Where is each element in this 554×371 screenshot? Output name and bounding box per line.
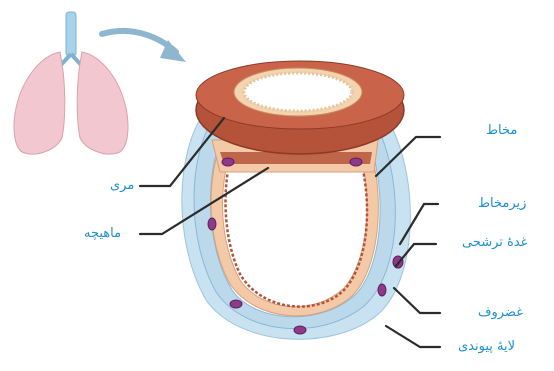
lung-trachea xyxy=(66,12,76,56)
leader-connective xyxy=(386,326,440,347)
label-connective: لایهٔ پیوندی xyxy=(458,339,515,355)
leader-cartilage xyxy=(394,288,440,313)
gland xyxy=(294,326,306,334)
label-muscle: ماهیچه xyxy=(84,226,121,242)
label-submucosa: زیرمخاط xyxy=(478,196,526,212)
pointer-arrow xyxy=(102,31,186,62)
label-mucosa: مخاط xyxy=(486,123,517,139)
gland xyxy=(230,300,242,308)
esophagus-lumen xyxy=(244,73,352,111)
left-lung xyxy=(14,52,65,154)
label-gland: غدهٔ ترشحی xyxy=(462,235,527,251)
label-esophagus: مری xyxy=(110,178,134,194)
label-cartilage: غضروف xyxy=(478,305,523,321)
right-lung xyxy=(77,52,128,154)
esophagus xyxy=(196,61,404,154)
gland xyxy=(350,158,362,166)
gland xyxy=(208,218,216,230)
bronchi xyxy=(60,54,82,66)
gland xyxy=(378,284,386,296)
gland xyxy=(222,158,234,166)
